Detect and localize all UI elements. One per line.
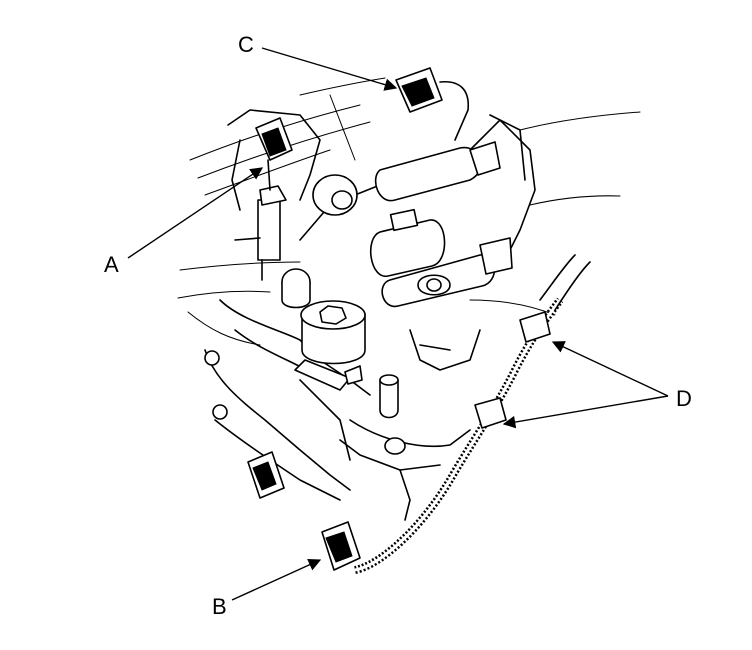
leader-b <box>231 558 322 601</box>
engine-background-lines <box>177 77 641 346</box>
leader-a <box>127 167 264 259</box>
callout-leaders <box>127 47 669 601</box>
solenoid-assembly <box>312 141 513 307</box>
wire-harness <box>353 254 591 574</box>
leader-c <box>261 47 398 91</box>
lower-bracket <box>204 274 451 455</box>
callout-label-a: A <box>104 252 119 277</box>
connector-c <box>395 67 469 141</box>
connector-lower-left <box>247 451 285 499</box>
callout-label-d: D <box>676 386 692 411</box>
leader-d2 <box>502 395 669 429</box>
connector-a <box>255 117 293 191</box>
leader-d1 <box>551 341 669 397</box>
connector-b <box>321 521 361 571</box>
callout-label-b: B <box>212 594 227 619</box>
center-cap-sensor <box>294 300 366 391</box>
left-sensor-post <box>234 185 311 309</box>
callout-label-c: C <box>238 32 254 57</box>
callout-labels: A B C D <box>104 32 692 619</box>
